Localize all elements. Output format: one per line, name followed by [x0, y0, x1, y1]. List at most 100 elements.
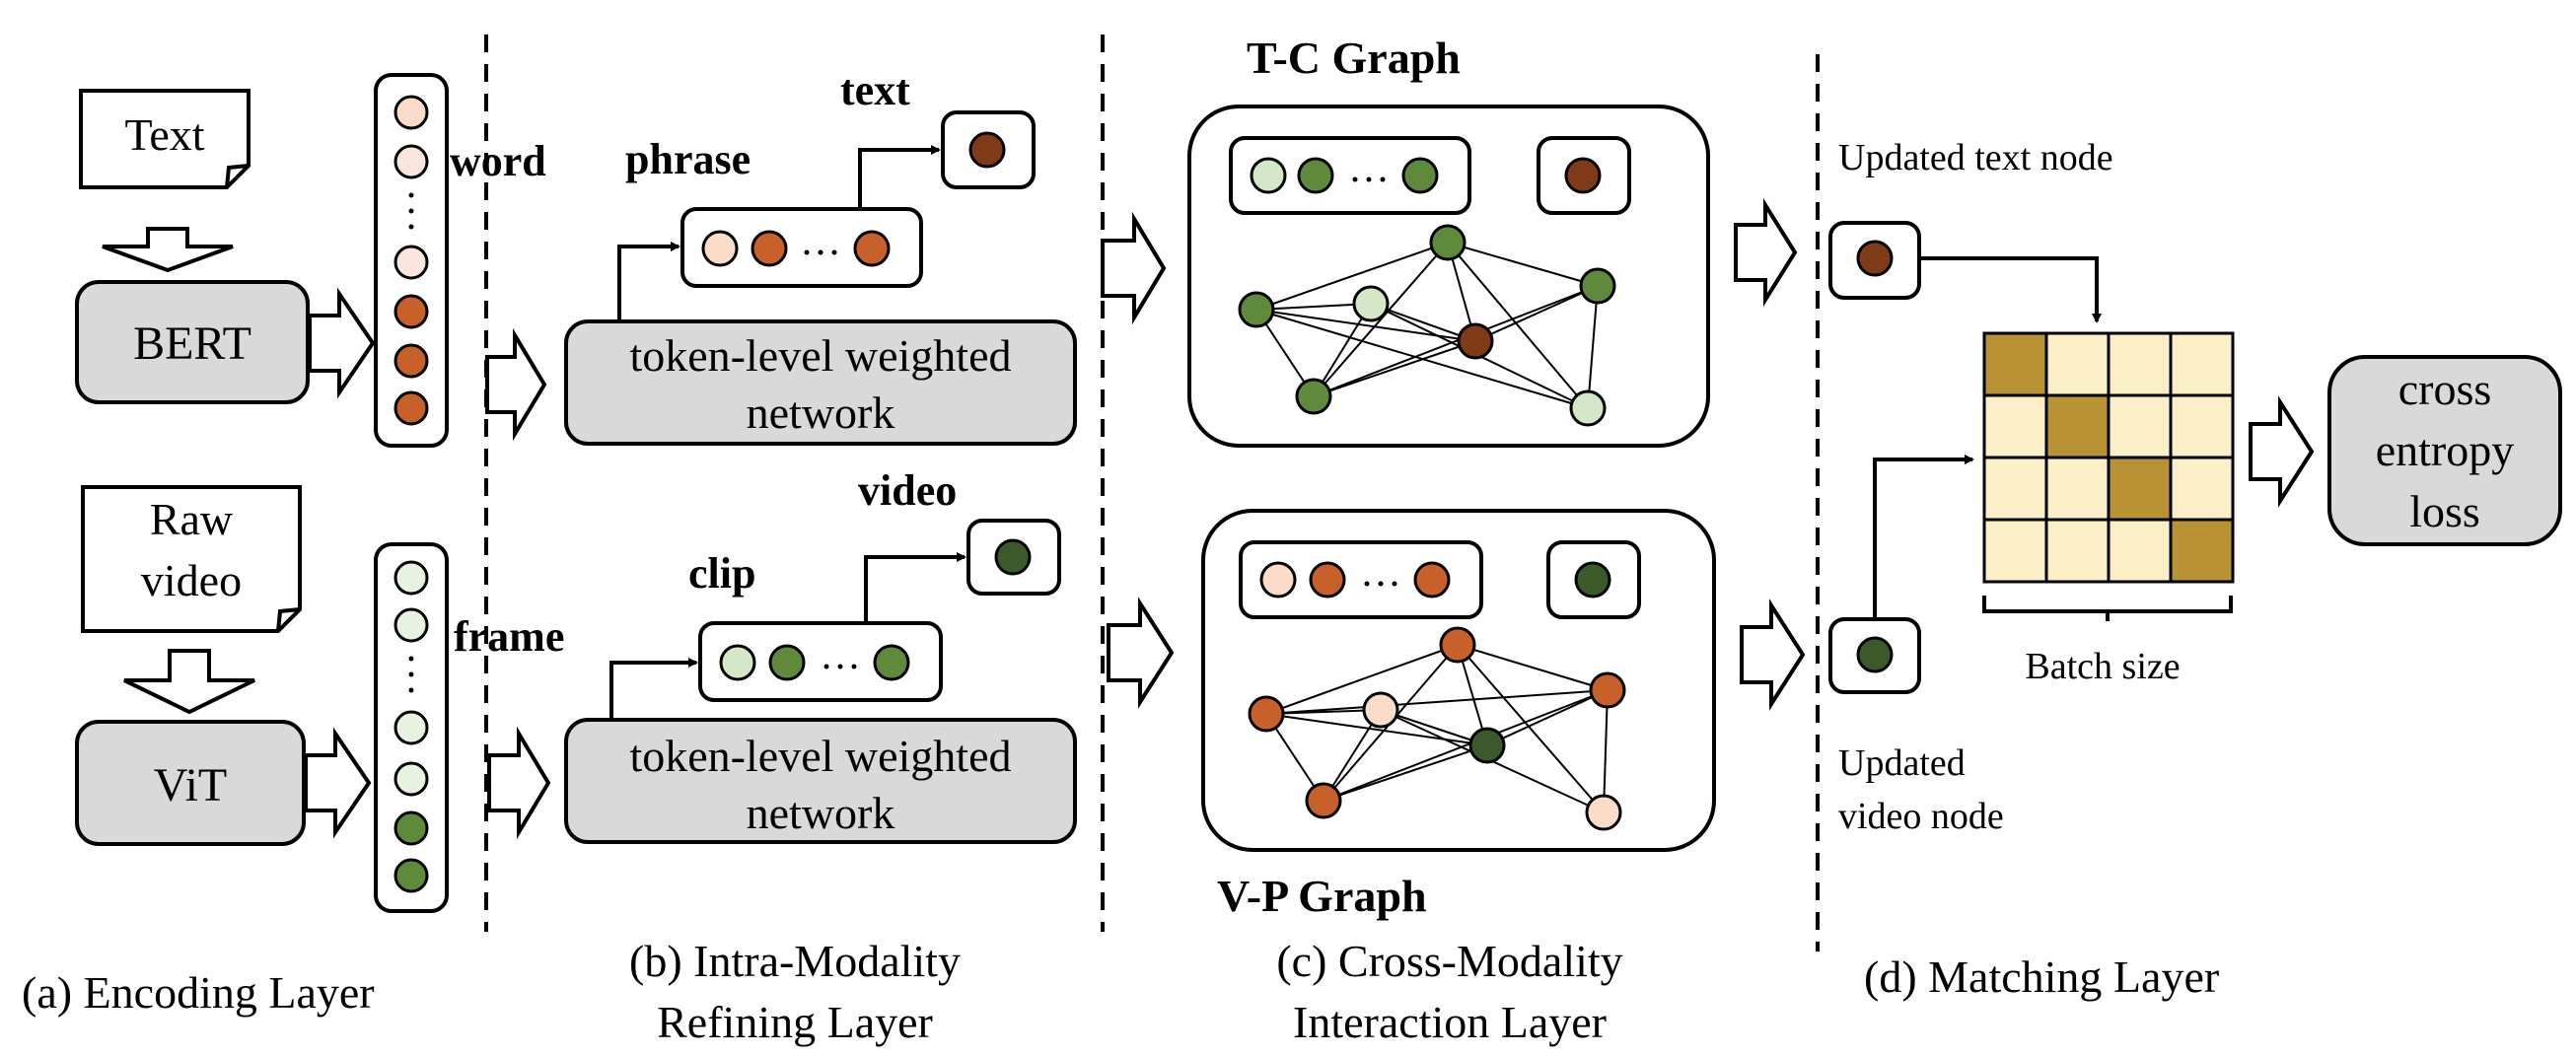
updated-video-line2: video node — [1838, 796, 2004, 837]
clip-label: clip — [688, 549, 755, 598]
frame-token — [394, 710, 429, 745]
tc-token — [1297, 157, 1334, 194]
tc-graph-node — [1429, 224, 1467, 261]
vp-graph-node — [1248, 695, 1285, 733]
ellipsis-dot — [1380, 176, 1386, 182]
batch-size-label: Batch size — [2025, 646, 2180, 687]
loss-line3: loss — [2409, 486, 2480, 536]
batch-size-brace — [1982, 596, 2233, 621]
matrix-cell — [2044, 456, 2111, 522]
ellipsis-dot — [818, 249, 823, 255]
vp-clip-box — [1239, 540, 1483, 619]
matching-caption: (d) Matching Layer — [1864, 951, 2219, 1002]
text-document-icon — [79, 89, 250, 189]
tc-graph-node — [1238, 291, 1275, 328]
interaction-caption-line1: (c) Cross-Modality — [1276, 936, 1622, 986]
vp-graph-node — [1589, 671, 1626, 709]
text-network-line2: network — [747, 388, 895, 438]
ellipsis-dot — [1366, 176, 1372, 182]
down-arrow-icon — [123, 649, 255, 715]
matrix-cell — [1982, 456, 2048, 522]
frame-token — [394, 761, 429, 797]
tc-phrase-box — [1229, 136, 1471, 215]
ellipsis-dot — [1392, 581, 1397, 587]
down-arrow-icon — [102, 227, 234, 273]
ellipsis-dot — [1378, 581, 1384, 587]
frame-label: frame — [454, 612, 564, 661]
encoding-layer: Text BERT word Raw video ViT — [22, 73, 564, 1018]
arrow-network-to-phrase — [617, 242, 680, 319]
ellipsis-dot — [837, 664, 843, 669]
raw-doc-line2: video — [141, 555, 242, 605]
tc-node — [1564, 157, 1602, 194]
ellipsis-dot — [831, 249, 837, 255]
video-network-line2: network — [747, 788, 895, 838]
phrase-token — [701, 230, 739, 267]
ellipsis-dot — [408, 192, 414, 198]
tc-graph-node — [1457, 322, 1494, 360]
tc-graph-node — [1352, 285, 1390, 322]
video-network-line1: token-level weighted — [629, 731, 1011, 781]
ellipsis-dot — [823, 664, 829, 669]
matrix-cell — [2107, 393, 2173, 459]
right-arrow-icon — [1734, 198, 1798, 307]
text-node — [968, 131, 1006, 169]
vp-graph-node — [1362, 691, 1399, 729]
clip-token — [873, 644, 910, 681]
interaction-layer: T-C Graph — [1101, 33, 1716, 1047]
tc-graph-node — [1579, 267, 1616, 305]
clip-token — [768, 644, 806, 681]
word-token — [394, 245, 429, 280]
phrase-box — [680, 207, 923, 288]
refining-caption-line2: Refining Layer — [657, 997, 933, 1047]
matrix-cell — [2107, 331, 2173, 397]
tc-token — [1250, 157, 1287, 194]
updated-text-label: Updated text node — [1838, 137, 2113, 178]
matrix-cell — [2044, 331, 2111, 397]
updated-video-node — [1856, 636, 1894, 673]
vp-node — [1574, 561, 1611, 599]
right-arrow-icon — [2249, 395, 2315, 508]
refining-layer: token-level weighted network phrase text… — [485, 66, 1077, 1047]
matrix-cell — [2169, 393, 2235, 459]
right-arrow-icon — [304, 727, 372, 839]
matrix-cell — [1982, 331, 2048, 397]
phrase-label: phrase — [625, 135, 751, 183]
word-token — [394, 390, 429, 426]
encoding-caption: (a) Encoding Layer — [22, 967, 375, 1018]
word-token — [394, 144, 429, 179]
ellipsis-dot — [851, 664, 857, 669]
matrix-cell — [2169, 331, 2235, 397]
raw-doc-line1: Raw — [150, 494, 234, 544]
matching-layer: Updated text node Updated video node Bat… — [1734, 137, 2562, 1002]
word-token — [394, 294, 429, 329]
matrix-cell — [1982, 518, 2048, 584]
tc-graph-title: T-C Graph — [1247, 33, 1461, 83]
matrix-cell — [1982, 393, 2048, 459]
video-network-box — [564, 718, 1077, 844]
ellipsis-dot — [1352, 176, 1358, 182]
word-label: word — [450, 137, 546, 185]
right-arrow-icon — [485, 327, 547, 442]
refining-caption-line1: (b) Intra-Modality — [629, 936, 961, 986]
right-arrow-icon — [1101, 211, 1167, 325]
clip-token — [719, 644, 756, 681]
clip-box — [698, 621, 943, 702]
video-label: video — [858, 466, 957, 515]
tc-graph-node — [1569, 389, 1607, 427]
arrow-video-to-matrix — [1873, 455, 1974, 617]
matrix-cell — [2044, 393, 2111, 459]
matrix-cell — [2107, 456, 2173, 522]
vp-graph-node — [1439, 626, 1476, 664]
vp-graph-title: V-P Graph — [1217, 871, 1427, 921]
matrix-cell — [2107, 518, 2173, 584]
text-doc-label: Text — [124, 109, 204, 160]
video-node — [994, 538, 1032, 576]
ellipsis-dot — [408, 671, 414, 677]
tc-graph-node — [1295, 378, 1332, 415]
updated-text-node — [1856, 240, 1894, 277]
ellipsis-dot — [408, 656, 414, 662]
vp-token — [1309, 561, 1346, 599]
arrow-network-to-clip — [609, 658, 698, 718]
